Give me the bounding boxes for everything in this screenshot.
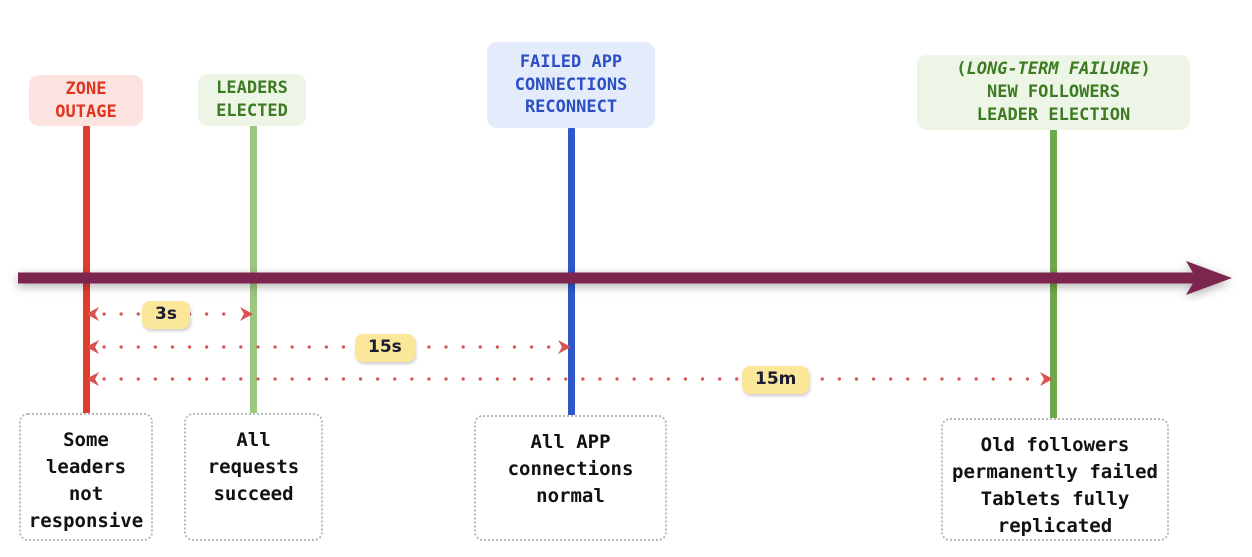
timeline-axis — [0, 255, 1252, 301]
duration-measure-3s: 3s — [0, 299, 1252, 329]
milestone-label-line: OUTAGE — [55, 101, 117, 122]
state-box-line: leaders — [45, 455, 127, 478]
state-box-line: Some — [63, 429, 109, 451]
state-box-line: All APP — [530, 431, 611, 453]
milestone-label-line: ZONE — [65, 78, 107, 99]
duration-line-3s — [86, 307, 253, 321]
duration-line-15m — [86, 372, 1053, 386]
state-box-line: normal — [536, 484, 605, 507]
state-box-zone-outage: Some leaders not responsive — [19, 413, 153, 541]
milestone-label-line: CONNECTIONS — [514, 74, 628, 95]
duration-measure-15m: 15m — [0, 364, 1252, 394]
state-box-line: Old followers — [980, 434, 1130, 456]
timeline-axis-arrowhead — [1186, 261, 1232, 295]
duration-badge-15s: 15s — [355, 334, 415, 362]
milestone-label-line: FAILED APP — [519, 51, 623, 72]
state-box-line: replicated — [997, 514, 1113, 537]
duration-arrowhead-left — [86, 307, 99, 321]
state-box-line: connections — [507, 457, 634, 480]
milestone-label-line: NEW FOLLOWERS — [986, 82, 1121, 103]
duration-arrowhead-left — [86, 372, 99, 386]
state-box-line: succeed — [213, 482, 294, 505]
state-box-line: All — [236, 429, 271, 451]
duration-line-15s — [86, 340, 571, 354]
duration-arrowhead-right — [1040, 372, 1053, 386]
timeline-axis-svg — [18, 261, 1232, 295]
duration-badge-15m: 15m — [742, 366, 810, 394]
state-box-failed-app-connections-reconnect: All APP connections normal — [474, 415, 667, 541]
duration-arrowhead-left — [86, 340, 99, 354]
duration-arrowhead-right — [240, 307, 253, 321]
milestone-label-line: LEADER ELECTION — [976, 104, 1131, 125]
duration-badge-3s: 3s — [142, 301, 190, 329]
duration-arrowhead-right — [558, 340, 571, 354]
state-box-leaders-elected: All requests succeed — [184, 413, 323, 541]
milestone-label-line: RECONNECT — [524, 97, 618, 118]
milestone-label-line: (LONG-TERM FAILURE) — [956, 59, 1151, 80]
state-box-line: requests — [207, 455, 300, 478]
state-box-line: not — [68, 482, 104, 505]
milestone-label-line: ELECTED — [216, 101, 288, 121]
duration-measure-15s: 15s — [0, 332, 1252, 362]
milestone-label-line: LEADERS — [216, 78, 288, 99]
state-box-line: responsive — [28, 509, 144, 532]
state-box-line: permanently failed — [952, 460, 1158, 483]
state-box-line: Tablets fully — [980, 487, 1130, 510]
